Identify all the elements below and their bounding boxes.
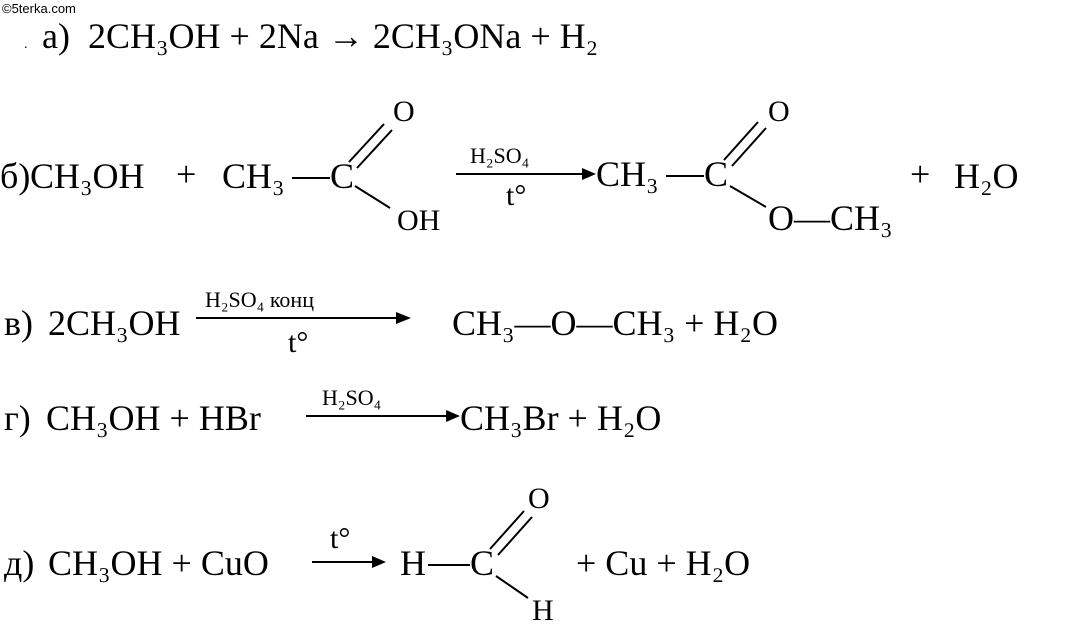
reaction-b-water: H₂O <box>954 156 1019 196</box>
reaction-g-label: г) <box>4 398 31 438</box>
aldehyde-h2-bond <box>495 575 529 599</box>
ester-methoxy: O—CH₃ <box>768 198 893 238</box>
aldehyde-double-bond-1 <box>489 510 525 550</box>
ester-ch3: CH₃ <box>596 154 659 194</box>
dot-mark: . <box>24 37 28 52</box>
ester-double-bond-2 <box>731 127 767 167</box>
aldehyde-double-bond-2 <box>497 516 533 556</box>
aldehyde-h: H <box>400 543 426 583</box>
acid-hydroxyl: OH <box>397 204 440 237</box>
reaction-d-products: + Cu + H₂O <box>576 543 750 583</box>
reaction-g-reactants: CH₃OH + HBr <box>46 398 261 438</box>
aldehyde-carbon: C <box>470 543 494 583</box>
reaction-b-plus-1: + <box>176 154 196 194</box>
reaction-b-label: б) <box>0 156 30 196</box>
reaction-v-arrowhead <box>396 312 411 324</box>
reaction-a-equation: 2CH₃OH + 2Na → 2CH₃ONa + H₂ <box>88 16 598 56</box>
reaction-b-methanol: CH₃OH <box>30 156 145 196</box>
reaction-d-temp: t° <box>330 522 350 555</box>
reaction-b-temp: t° <box>506 179 526 212</box>
reaction-v: в) 2CH₃OH H₂SO₄ конц t° CH₃—O—CH₃ + H₂O <box>4 287 778 359</box>
reaction-g: г) CH₃OH + HBr H₂SO₄ CH₃Br + H₂O <box>4 385 661 438</box>
ester-carbon: C <box>704 154 728 194</box>
reaction-a: а) 2CH₃OH + 2Na → 2CH₃ONa + H₂ <box>42 16 598 56</box>
watermark: ©5terka.com <box>2 1 76 16</box>
reaction-g-arrowhead <box>446 410 460 422</box>
aldehyde-oxygen: O <box>528 482 550 515</box>
reaction-v-label: в) <box>4 303 33 343</box>
acid-oxygen: O <box>393 95 415 128</box>
ester-carbonyl-oxygen: O <box>768 95 790 128</box>
acid-ch3: CH₃ <box>222 156 285 196</box>
reaction-d-arrowhead <box>372 556 386 568</box>
reaction-v-catalyst: H₂SO₄ конц <box>205 287 314 312</box>
reaction-d: д) CH₃OH + CuO t° H C O H + Cu + H₂O <box>4 482 750 627</box>
reaction-b-arrowhead <box>582 168 596 180</box>
acid-oh-bond <box>354 185 391 209</box>
ester-double-bond-1 <box>723 121 759 161</box>
acid-double-bond-2 <box>356 129 393 169</box>
acid-double-bond-1 <box>348 123 385 163</box>
reaction-b-catalyst: H₂SO₄ <box>470 143 529 168</box>
reaction-g-catalyst: H₂SO₄ <box>322 385 381 410</box>
reaction-v-temp: t° <box>288 326 308 359</box>
ester-o-bond <box>729 185 767 208</box>
reaction-a-label: а) <box>42 16 70 56</box>
reaction-d-label: д) <box>4 543 34 583</box>
reaction-b-plus-2: + <box>910 154 930 194</box>
reaction-g-products: CH₃Br + H₂O <box>460 398 661 438</box>
acid-carbon: C <box>330 156 354 196</box>
reaction-d-reactants: CH₃OH + CuO <box>48 543 269 583</box>
reaction-b: б) CH₃OH + CH₃ C O OH H₂SO₄ t° CH₃ C O O… <box>0 95 1019 238</box>
reaction-v-products: CH₃—O—CH₃ + H₂O <box>452 303 778 343</box>
reaction-v-reactant: 2CH₃OH <box>48 303 181 343</box>
aldehyde-h2: H <box>532 594 554 627</box>
